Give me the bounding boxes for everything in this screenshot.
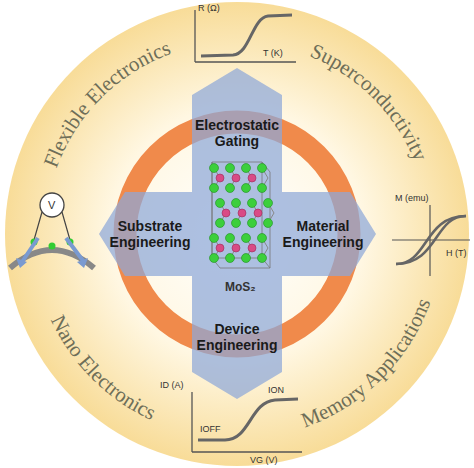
sulfur-atom: [210, 234, 219, 243]
sulfur-atom: [232, 199, 241, 208]
curved-text: Superconductivity: [307, 38, 433, 164]
axis-label: IOFF: [200, 424, 221, 434]
molybdenum-atom: [222, 209, 230, 217]
molybdenum-atom: [248, 174, 256, 182]
engineering-band: Device Engineering: [182, 321, 292, 353]
sulfur-atom: [226, 254, 235, 263]
axis-label: T (K): [263, 48, 283, 58]
sulfur-atom: [248, 199, 257, 208]
axis-label: H (T): [446, 248, 467, 258]
sulfur-atom: [258, 234, 267, 243]
axis-label: ID (A): [160, 380, 184, 390]
band-label: Substrate Engineering: [102, 218, 198, 250]
sulfur-atom: [232, 219, 241, 228]
hysteresis-graph: [392, 205, 470, 276]
application-label: Memory Applications: [298, 295, 435, 432]
axis-label: VG (V): [250, 455, 278, 465]
sulfur-atom: [226, 234, 235, 243]
engineering-band: Substrate Engineering: [102, 218, 198, 250]
application-label: Flexible Electronics: [39, 36, 174, 171]
molybdenum-atom: [216, 244, 224, 252]
mos2-crystal: [210, 162, 275, 268]
application-label: Nano Electronics: [46, 311, 160, 425]
curved-text: Nano Electronics: [46, 311, 160, 425]
molybdenum-atom: [248, 244, 256, 252]
sulfur-atom: [264, 199, 273, 208]
sulfur-atom: [242, 254, 251, 263]
application-label: Superconductivity: [307, 38, 433, 164]
center-label: MoS₂: [225, 280, 256, 294]
sulfur-atom: [248, 219, 257, 228]
band-label: Electrostatic Gating: [182, 117, 292, 149]
center-label: V: [48, 199, 55, 212]
sulfur-atom: [264, 219, 273, 228]
engineering-band: Material Engineering: [275, 218, 371, 250]
resistance-graph: [195, 10, 296, 62]
sulfur-atom: [216, 219, 225, 228]
axis-label: M (emu): [395, 193, 429, 203]
outer-disc: [5, 2, 469, 466]
engineering-band: Electrostatic Gating: [182, 117, 292, 149]
blue-cross: [99, 68, 376, 399]
sulfur-atom: [258, 184, 267, 193]
molybdenum-atom: [232, 174, 240, 182]
sulfur-atom: [226, 164, 235, 173]
molybdenum-atom: [254, 209, 262, 217]
axis-label: ION: [268, 385, 284, 395]
flexible-substrate-icon: [10, 193, 94, 268]
sulfur-atom: [258, 164, 267, 173]
sulfur-atom: [242, 184, 251, 193]
sulfur-atom: [258, 254, 267, 263]
sulfur-atom: [210, 184, 219, 193]
axis-label: R (Ω): [198, 3, 220, 13]
sulfur-atom: [242, 164, 251, 173]
sulfur-atom: [242, 234, 251, 243]
sulfur-atom: [210, 164, 219, 173]
band-label: Material Engineering: [275, 218, 371, 250]
band-label: Device Engineering: [182, 321, 292, 353]
molybdenum-atom: [216, 174, 224, 182]
sulfur-atom: [210, 254, 219, 263]
curved-text: Memory Applications: [298, 295, 435, 432]
sulfur-atom: [216, 199, 225, 208]
molybdenum-atom: [232, 244, 240, 252]
unit-cell: [212, 162, 270, 268]
sulfur-atom: [226, 184, 235, 193]
molybdenum-atom: [238, 209, 246, 217]
curved-text: Flexible Electronics: [39, 36, 174, 171]
transfer-graph: [192, 392, 302, 452]
